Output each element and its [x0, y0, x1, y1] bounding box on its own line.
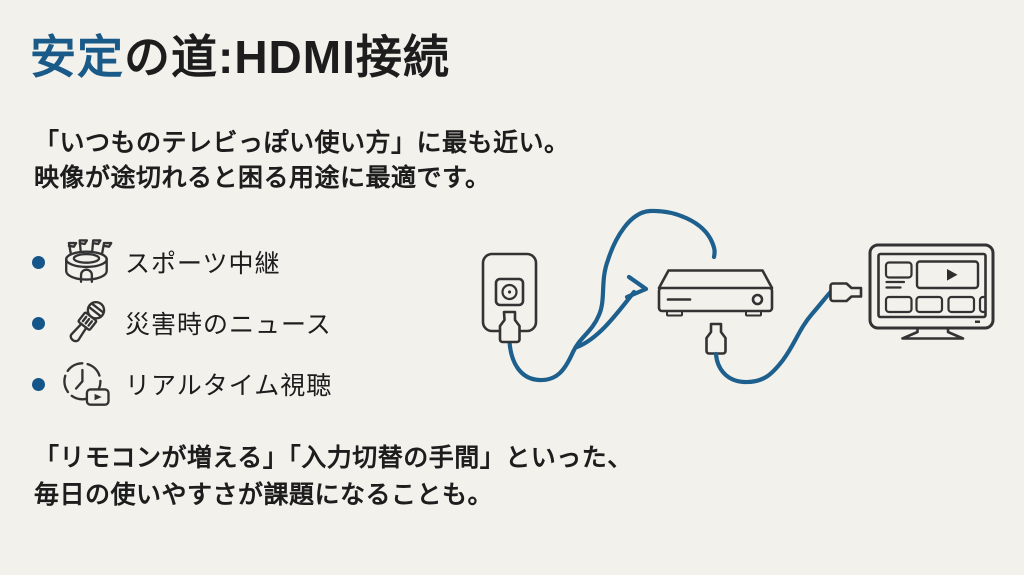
bullet-label: リアルタイム視聴 [125, 372, 333, 400]
tv-app-tile [915, 295, 944, 314]
hdmi-connection-diagram [481, 208, 995, 385]
tv-app-tile [947, 295, 976, 314]
tv-illustration [868, 243, 995, 340]
page-title: 安定の道:HDMI接続 [30, 30, 450, 85]
page-title-rest: の道:HDMI接続 [124, 31, 450, 83]
bullet-dot [32, 255, 45, 269]
hdmi-plug-up-icon [705, 322, 727, 355]
outro-text: 「リモコンが増える」「入力切替の手間」といった、 毎日の使いやすさが課題になるこ… [34, 440, 633, 514]
bullet-list: スポーツ中継 災害時のニュース [32, 234, 332, 417]
bullet-dot [32, 316, 45, 330]
outro-line-1: 「リモコンが増える」「入力切替の手間」といった、 [34, 444, 633, 472]
outro-line-2: 毎日の使いやすさが課題になることも。 [34, 481, 494, 509]
wall-outlet [481, 252, 538, 344]
microphone-icon [57, 295, 115, 351]
tv-video-tile [915, 260, 980, 290]
list-item-sports: スポーツ中継 [32, 234, 332, 290]
bullet-dot [32, 377, 45, 391]
intro-line-2: 映像が途切れると困る用途に最適です。 [34, 164, 491, 192]
list-item-news: 災害時のニュース [32, 295, 332, 351]
tv-app-tile [978, 295, 986, 314]
bullet-label: スポーツ中継 [125, 250, 281, 278]
stadium-icon [57, 234, 115, 290]
hdmi-plug-up-icon [498, 310, 521, 344]
set-top-box [657, 269, 774, 355]
hdmi-cable [713, 289, 834, 385]
intro-text: 「いつものテレビっぽい使い方」に最も近い。 映像が途切れると困る用途に最適です。 [34, 126, 570, 196]
flow-arrow-icon [574, 274, 649, 350]
page-title-accent: 安定 [30, 31, 124, 83]
power-hdmi-cable [507, 208, 717, 383]
tv-app-tile [884, 261, 913, 279]
intro-line-1: 「いつものテレビっぽい使い方」に最も近い。 [34, 129, 570, 157]
bullet-label: 災害時のニュース [125, 311, 332, 339]
tv-stand [901, 326, 965, 340]
hdmi-plug-icon [829, 282, 863, 303]
clock-play-icon [57, 356, 115, 412]
tv-app-tile [884, 295, 913, 314]
list-item-realtime: リアルタイム視聴 [32, 356, 332, 412]
play-icon [947, 269, 958, 281]
